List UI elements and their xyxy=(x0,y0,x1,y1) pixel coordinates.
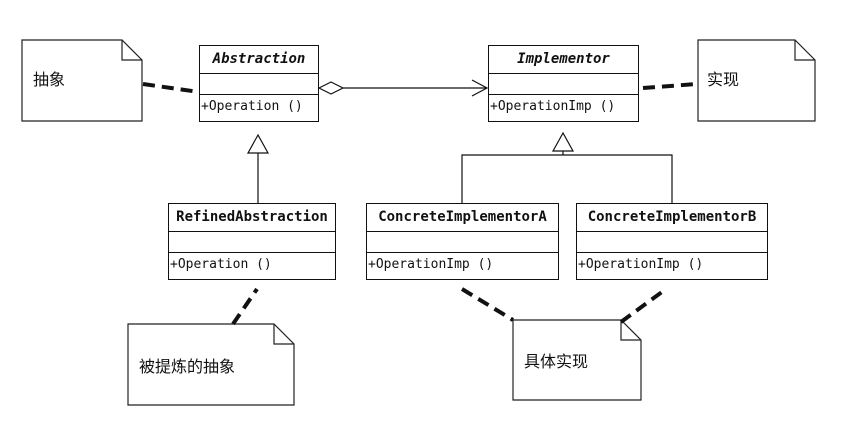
aggregation-arrowhead xyxy=(471,79,489,97)
class-abstraction-operation: +Operation () xyxy=(201,99,303,114)
class-abstraction-attributes xyxy=(200,74,318,95)
note-shape-refined xyxy=(127,323,295,406)
class-implementor[interactable]: Implementor +OperationImp () xyxy=(488,45,639,122)
anchor-concrete-b xyxy=(619,287,668,324)
note-shape-abstraction-fold xyxy=(121,40,142,61)
class-implementor-operation: +OperationImp () xyxy=(490,99,616,114)
class-concrete-implementor-b-operation: +OperationImp () xyxy=(578,257,704,272)
note-text-abstraction: 抽象 xyxy=(33,70,66,89)
class-refined-abstraction-attributes xyxy=(169,232,335,253)
aggregation-diamond xyxy=(317,81,345,95)
inheritance-triangle-implementor xyxy=(551,131,575,152)
note-text-concrete: 具体实现 xyxy=(524,352,589,371)
class-refined-abstraction[interactable]: RefinedAbstraction +Operation () xyxy=(168,203,336,280)
anchor-abstraction xyxy=(142,82,200,94)
note-shape-concrete-fold xyxy=(620,320,641,341)
anchor-implementor xyxy=(642,82,698,90)
class-concrete-implementor-a-operation: +OperationImp () xyxy=(368,257,494,272)
class-refined-abstraction-name: RefinedAbstraction xyxy=(169,204,335,232)
note-shape-implementor xyxy=(697,39,816,122)
class-concrete-implementor-a[interactable]: ConcreteImplementorA +OperationImp () xyxy=(366,203,559,280)
class-concrete-implementor-a-attributes xyxy=(367,232,558,253)
class-concrete-implementor-b-name: ConcreteImplementorB xyxy=(577,204,767,232)
class-concrete-implementor-b-attributes xyxy=(577,232,767,253)
note-text-refined: 被提炼的抽象 xyxy=(139,357,236,376)
class-concrete-implementor-b[interactable]: ConcreteImplementorB +OperationImp () xyxy=(576,203,768,280)
class-abstraction[interactable]: Abstraction +Operation () xyxy=(199,45,319,122)
note-shape-refined-fold xyxy=(273,324,294,345)
note-text-implementor: 实现 xyxy=(707,70,740,89)
class-refined-abstraction-operation: +Operation () xyxy=(170,257,272,272)
anchor-concrete-a xyxy=(460,287,515,322)
anchor-refined xyxy=(231,287,259,326)
class-implementor-name: Implementor xyxy=(489,46,638,74)
class-implementor-attributes xyxy=(489,74,638,95)
class-abstraction-name: Abstraction xyxy=(200,46,318,74)
note-shape-implementor-fold xyxy=(794,40,815,61)
note-shape-concrete xyxy=(512,319,642,401)
note-shape-abstraction xyxy=(21,39,143,122)
class-concrete-implementor-a-name: ConcreteImplementorA xyxy=(367,204,558,232)
inheritance-line-concrete xyxy=(461,154,673,203)
inheritance-triangle-abstraction xyxy=(246,133,270,154)
